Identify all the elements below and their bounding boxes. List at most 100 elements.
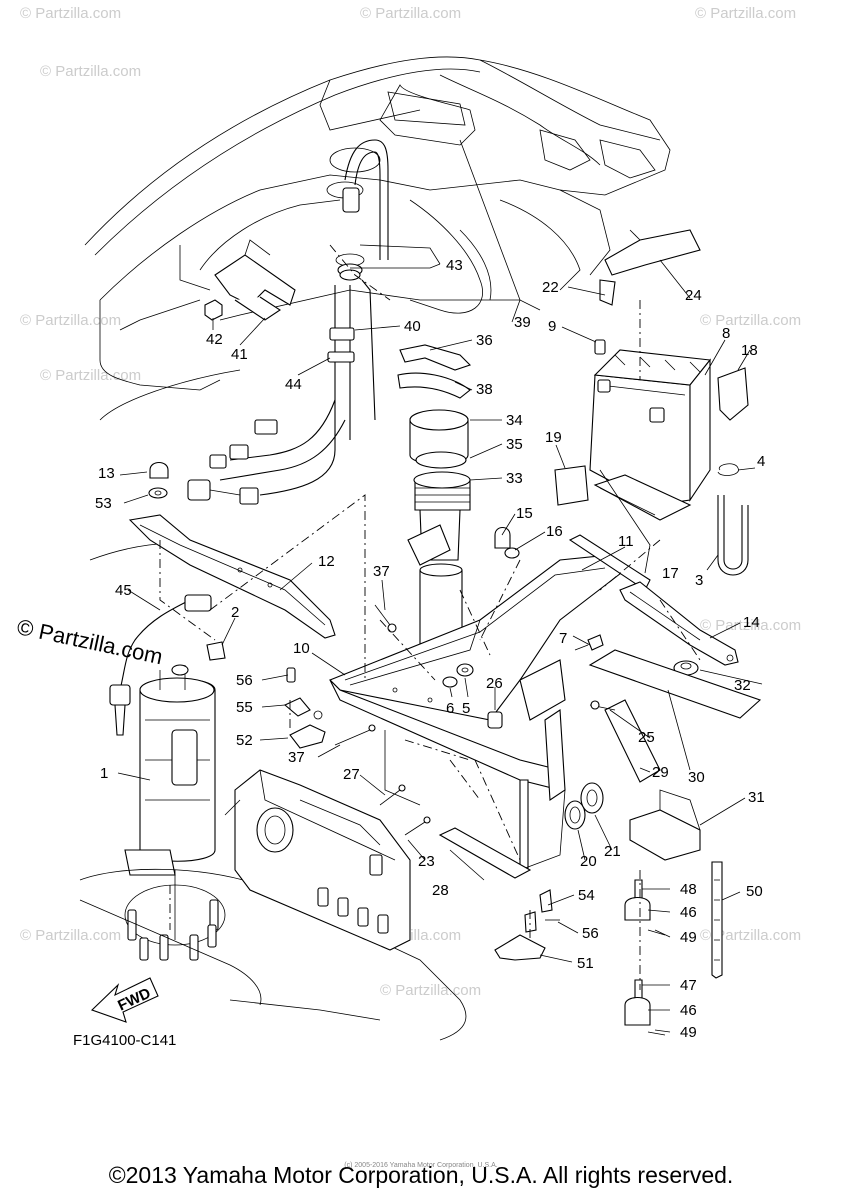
part-12-bar bbox=[128, 514, 336, 639]
bolt-25-icon bbox=[589, 700, 616, 711]
callout-4: 4 bbox=[757, 453, 765, 470]
callout-19: 19 bbox=[545, 429, 562, 446]
bracket-14 bbox=[619, 581, 739, 666]
part-45-lead bbox=[109, 594, 212, 736]
callout-42: 42 bbox=[206, 331, 223, 348]
callout-14: 14 bbox=[743, 614, 760, 631]
callout-35: 35 bbox=[506, 436, 523, 453]
bracket-18 bbox=[717, 367, 749, 421]
clamp-parts-46-49 bbox=[624, 879, 666, 1036]
wm-9: © Partzilla.com bbox=[20, 927, 121, 944]
callout-22: 22 bbox=[542, 279, 559, 296]
frame-legs bbox=[384, 659, 566, 871]
cable-tie-50 bbox=[711, 861, 723, 979]
nut-42-icon bbox=[204, 299, 223, 321]
callout-32: 32 bbox=[734, 677, 751, 694]
bracket-22 bbox=[599, 279, 616, 306]
filler-hose-upper bbox=[259, 139, 389, 496]
wm-3: © Partzilla.com bbox=[695, 5, 796, 22]
small-copyright: (c) 2005-2016 Yamaha Motor Corporation, … bbox=[344, 1162, 498, 1169]
callout-27: 27 bbox=[343, 766, 360, 783]
callout-50: 50 bbox=[746, 883, 763, 900]
callout-52: 52 bbox=[236, 732, 253, 749]
callout-40: 40 bbox=[404, 318, 421, 335]
wm-6: © Partzilla.com bbox=[700, 312, 801, 329]
screw-7-icon bbox=[574, 634, 604, 651]
cap-13-icon bbox=[149, 461, 169, 479]
cap-15-icon bbox=[494, 526, 511, 549]
plate-29 bbox=[604, 699, 661, 783]
callout-18: 18 bbox=[741, 342, 758, 359]
callout-5: 5 bbox=[462, 700, 470, 717]
callout-7: 7 bbox=[559, 630, 567, 647]
callout-49a: 49 bbox=[680, 929, 697, 946]
callout-1: 1 bbox=[100, 765, 108, 782]
bracket-31 bbox=[629, 789, 701, 861]
callout-21: 21 bbox=[604, 843, 621, 860]
callout-54: 54 bbox=[578, 887, 595, 904]
callout-41: 41 bbox=[231, 346, 248, 363]
callout-30: 30 bbox=[688, 769, 705, 786]
hose-clamp-40-icon bbox=[329, 327, 355, 341]
callout-51: 51 bbox=[577, 955, 594, 972]
callout-56b: 56 bbox=[582, 925, 599, 942]
bracket-24 bbox=[604, 229, 701, 276]
wm-5: © Partzilla.com bbox=[20, 312, 121, 329]
pad-19 bbox=[554, 465, 589, 506]
callout-25: 25 bbox=[638, 729, 655, 746]
callout-12: 12 bbox=[318, 553, 335, 570]
leader-lines bbox=[117, 139, 763, 1033]
wm-8: © Partzilla.com bbox=[700, 617, 801, 634]
callout-43: 43 bbox=[446, 257, 463, 274]
callout-29: 29 bbox=[652, 764, 669, 781]
wm-12: © Partzilla.com bbox=[380, 982, 481, 999]
callout-53: 53 bbox=[95, 495, 112, 512]
washer-16-icon bbox=[504, 547, 520, 559]
fuel-pump-1 bbox=[124, 664, 216, 876]
callout-31: 31 bbox=[748, 789, 765, 806]
part-2-cap bbox=[206, 641, 226, 661]
clip-parts-52-56 bbox=[283, 667, 326, 749]
callout-55: 55 bbox=[236, 699, 253, 716]
fwd-arrow-icon: FWD bbox=[90, 977, 159, 1023]
band-38 bbox=[397, 372, 471, 399]
callout-9: 9 bbox=[548, 318, 556, 335]
part-41-bracket bbox=[214, 239, 296, 321]
callout-20: 20 bbox=[580, 853, 597, 870]
callout-34: 34 bbox=[506, 412, 523, 429]
callout-37b: 37 bbox=[288, 749, 305, 766]
callout-46b: 46 bbox=[680, 1002, 697, 1019]
callout-47: 47 bbox=[680, 977, 697, 994]
callout-26: 26 bbox=[486, 675, 503, 692]
damper-26-icon bbox=[487, 711, 503, 729]
battery-tray-17 bbox=[593, 474, 692, 521]
callout-37a: 37 bbox=[373, 563, 390, 580]
plate-28 bbox=[438, 827, 532, 879]
callout-15: 15 bbox=[516, 505, 533, 522]
clamp-44-icon bbox=[327, 351, 355, 363]
callout-23: 23 bbox=[418, 853, 435, 870]
grommet-20-icon bbox=[564, 800, 586, 830]
callout-28: 28 bbox=[432, 882, 449, 899]
callout-48: 48 bbox=[680, 881, 697, 898]
background-watermarks: © Partzilla.com © Partzilla.com © Partzi… bbox=[20, 5, 801, 999]
callout-39: 39 bbox=[514, 314, 531, 331]
wm-2: © Partzilla.com bbox=[360, 5, 461, 22]
fuel-filter-icon bbox=[342, 187, 360, 213]
callout-33: 33 bbox=[506, 470, 523, 487]
copyright-notice: ©2013 Yamaha Motor Corporation, U.S.A. A… bbox=[108, 1162, 734, 1188]
callout-13: 13 bbox=[98, 465, 115, 482]
o-ring-35-icon bbox=[415, 451, 467, 469]
battery-8 bbox=[589, 349, 712, 506]
washer-53-icon bbox=[148, 487, 168, 499]
filler-tube bbox=[407, 409, 471, 657]
callout-numbers: 1 2 3 4 5 6 7 8 9 10 11 12 13 14 15 16 1… bbox=[95, 257, 765, 1041]
bolt-9-icon bbox=[594, 339, 606, 355]
plate-30 bbox=[588, 649, 762, 719]
callout-11: 11 bbox=[618, 533, 634, 550]
vent-hose-3 bbox=[717, 495, 749, 576]
washer-6-icon bbox=[442, 676, 458, 688]
diagram-code: F1G4100-C141 bbox=[73, 1032, 176, 1049]
grommet-21-icon bbox=[580, 782, 604, 814]
callout-45: 45 bbox=[115, 582, 132, 599]
